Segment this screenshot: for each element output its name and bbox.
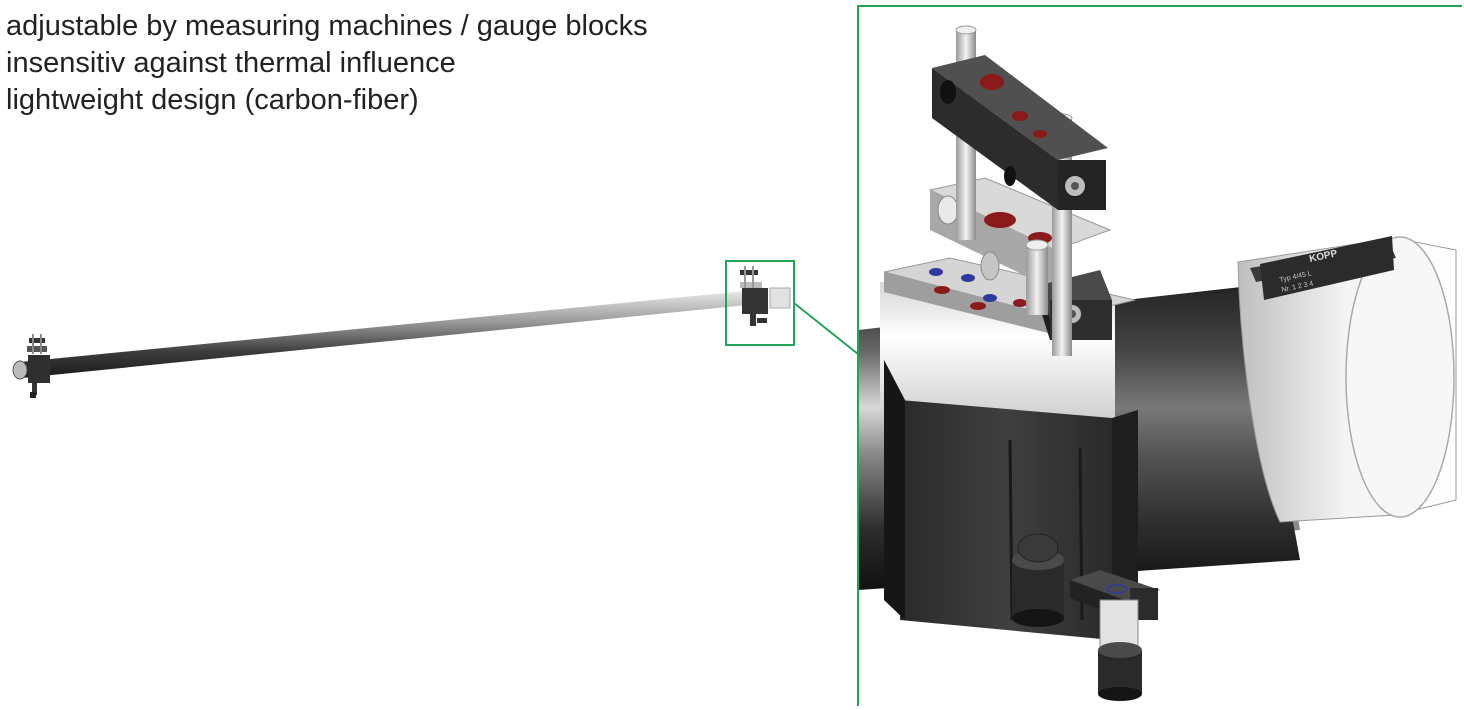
feature-list: adjustable by measuring machines / gauge… bbox=[6, 8, 648, 119]
hole-blue bbox=[983, 294, 997, 302]
left-end-fixture bbox=[12, 334, 50, 398]
hole-blue bbox=[961, 274, 975, 282]
right-end-fixture bbox=[740, 266, 791, 326]
carbon-rod bbox=[20, 291, 747, 378]
rod-assembly bbox=[12, 260, 795, 398]
callout-line bbox=[793, 302, 859, 355]
feature-item: lightweight design (carbon-fiber) bbox=[6, 84, 419, 116]
detail-frame bbox=[857, 5, 1462, 706]
feature-item: adjustable by measuring machines / gauge… bbox=[6, 10, 648, 42]
adjust-knob bbox=[1012, 533, 1064, 627]
end-cap: KOPP Typ 4/45 L Nr. 1 2 3 4 bbox=[1237, 236, 1457, 523]
hole-red bbox=[934, 286, 950, 294]
upper-bar bbox=[932, 55, 1108, 210]
hole-red bbox=[970, 302, 986, 310]
guide-pin bbox=[1026, 245, 1048, 315]
feature-item: insensitiv against thermal influence bbox=[6, 47, 456, 79]
nameplate bbox=[1260, 236, 1394, 300]
stop-arm bbox=[1070, 570, 1160, 701]
detail-view: KOPP Typ 4/45 L Nr. 1 2 3 4 bbox=[858, 25, 1457, 701]
hole-red bbox=[1013, 299, 1027, 307]
hole-blue bbox=[929, 268, 943, 276]
